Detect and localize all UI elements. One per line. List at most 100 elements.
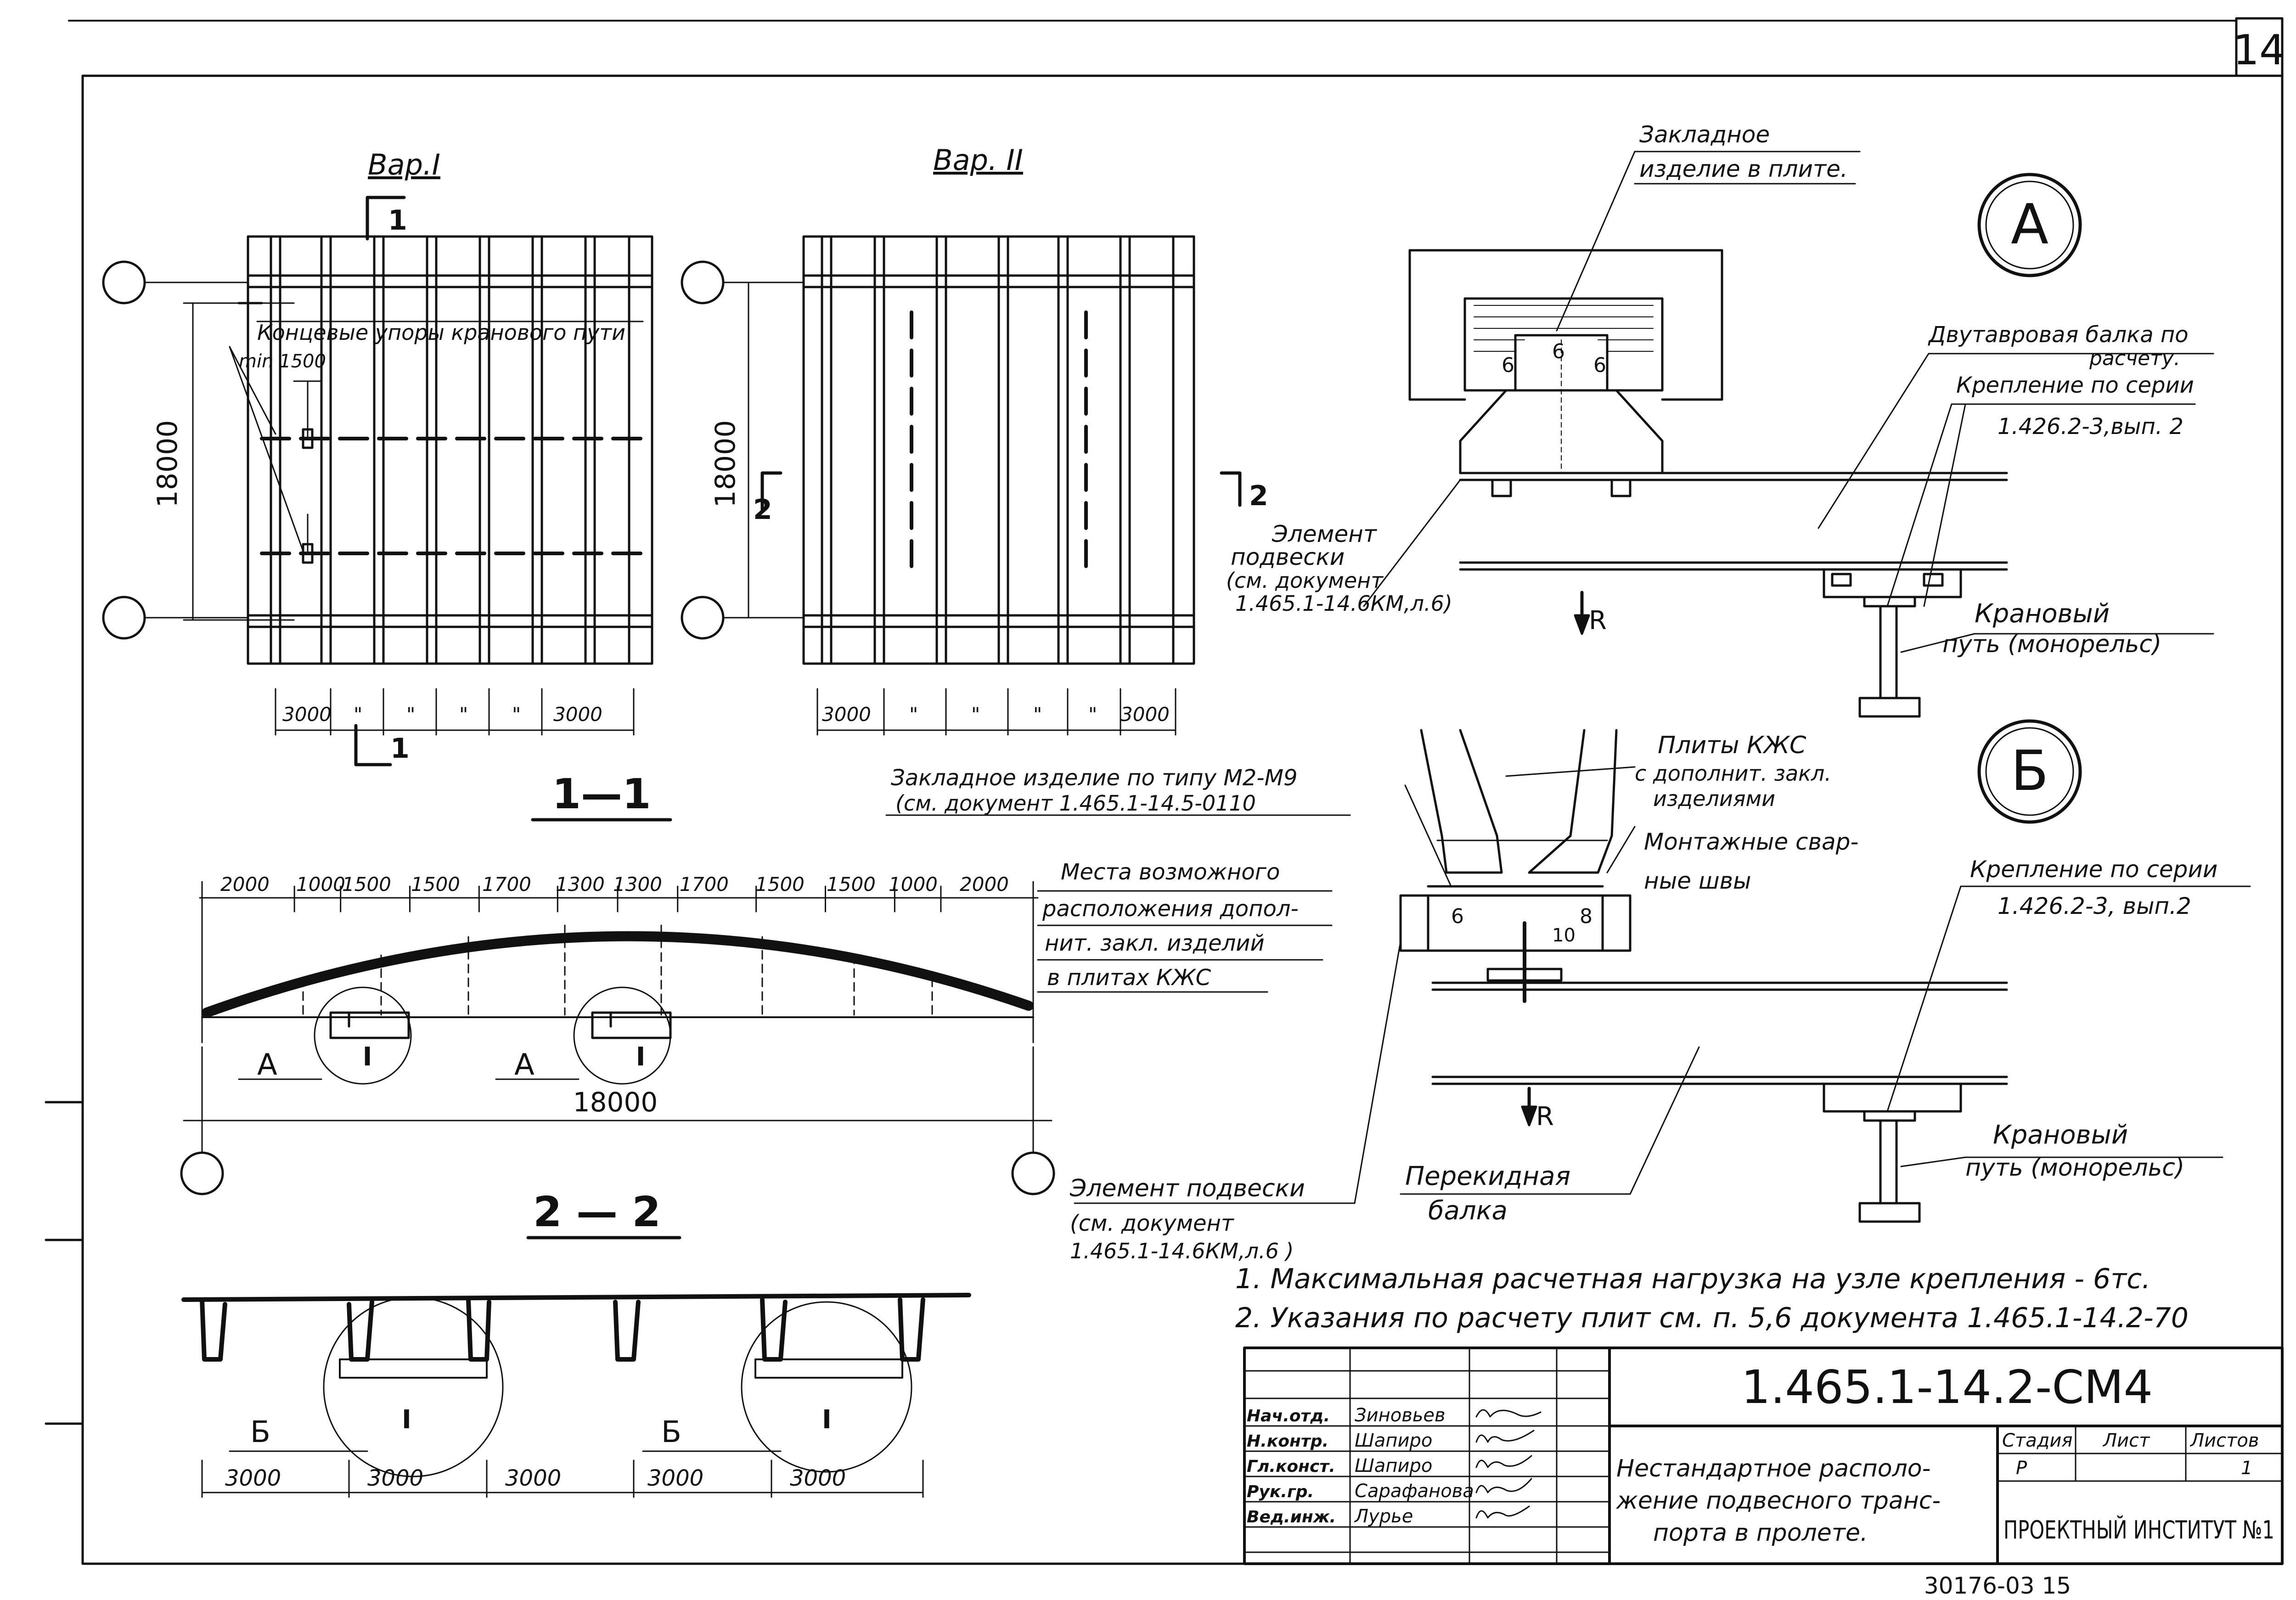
- dim-label: 1000: [296, 873, 345, 896]
- dim-label: 3000: [790, 1465, 846, 1491]
- node-B-suspension-line3: 1.465.1-14.6КМ,л.6 ): [1070, 1239, 1294, 1263]
- description-line: жение подвесного транс-: [1616, 1487, 1941, 1515]
- section-2-2-bottom-dims: 3000 3000 3000 3000 3000: [225, 1465, 846, 1491]
- node-A-suspension-line1: Элемент: [1272, 521, 1378, 547]
- node-label-B-2: Б: [661, 1415, 681, 1449]
- dim-label: 3000: [505, 1465, 561, 1491]
- node-A-suspension-line3: (см. документ: [1226, 568, 1384, 593]
- node-label-A-2: A: [514, 1048, 535, 1082]
- general-notes: 1. Максимальная расчетная нагрузка на уз…: [1235, 1263, 2189, 1334]
- node-A-fastening-line2: 1.426.2-3,вып. 2: [1998, 414, 2183, 439]
- dim-label: 1500: [827, 873, 876, 896]
- dim-label: ": [971, 703, 980, 726]
- sheet-header: Лист: [2102, 1430, 2150, 1451]
- span-18000: 18000: [573, 1087, 658, 1118]
- name-label: Зиновьев: [1355, 1405, 1446, 1426]
- dim-label: 1500: [755, 873, 805, 896]
- section-mark-1-top: 1: [388, 204, 407, 237]
- roman-I-2: I: [636, 1042, 646, 1072]
- node-A-load: R: [1589, 606, 1607, 636]
- dim-label: 1700: [680, 873, 729, 896]
- dim-label: 3000: [282, 703, 332, 726]
- dim-label: 3000: [225, 1465, 281, 1491]
- dim-label: 1700: [482, 873, 531, 896]
- dim-label: ": [406, 703, 415, 726]
- node-B-transfer-line2: балка: [1428, 1196, 1508, 1226]
- signature-roles: Нач.отд. Н.контр. Гл.конст. Рук.гр. Вед.…: [1247, 1407, 1336, 1527]
- node-B-suspension-line1: Элемент подвески: [1069, 1175, 1305, 1202]
- node-A-ibeam-line1: Двутавровая балка по: [1928, 322, 2189, 348]
- section-mark-2-left: 2: [753, 494, 772, 526]
- node-B-crane-line1: Крановый: [1993, 1120, 2128, 1150]
- note-line: расположения допол-: [1042, 896, 1299, 922]
- node-B-welds-line1: Монтажные свар-: [1644, 828, 1858, 855]
- dim-label: 3000: [1120, 703, 1170, 726]
- node-A-label: А: [2011, 193, 2048, 257]
- dim-label: 1500: [342, 873, 391, 896]
- node-A-fastening-line1: Крепление по серии: [1956, 372, 2194, 398]
- signature-names: Зиновьев Шапиро Шапиро Сарафанова Лурье: [1354, 1405, 1474, 1527]
- section-1-1-title: 1—1: [552, 770, 651, 818]
- node-A-embedded-line1: Закладное: [1639, 121, 1770, 148]
- node-A-suspension-line4: 1.465.1-14.6КМ,л.6): [1235, 591, 1452, 616]
- node-B-detail: Б Закладное изделие по типу М2-М9 (см. д…: [885, 719, 2251, 1263]
- dim-label: ": [354, 703, 362, 726]
- dim-label: ": [512, 703, 521, 726]
- plan-var2-bay-dims: 3000 " " " " 3000: [822, 703, 1170, 726]
- dim-label: 1300: [613, 873, 662, 896]
- node-A-suspension-line2: подвески: [1231, 544, 1345, 570]
- node-B-crane-line2: путь (монорельс): [1965, 1154, 2184, 1182]
- section-2-2-title: 2 — 2: [533, 1188, 661, 1236]
- roman-I-4: I: [822, 1405, 832, 1435]
- callout-min-spacing: min 1500: [239, 351, 326, 372]
- node-B-fastening-line1: Крепление по серии: [1970, 856, 2217, 883]
- title-block: 1.465.1-14.2-СМ4 Нач.отд. Н.контр. Гл.ко…: [1243, 1346, 2284, 1565]
- node-B-kzhs-line1: Плиты КЖС: [1658, 732, 1806, 759]
- dim-label: ": [1033, 703, 1042, 726]
- weld-size: 6: [1552, 340, 1565, 363]
- node-A-crane-line2: путь (монорельс): [1942, 631, 2161, 658]
- weld-size: 6: [1451, 905, 1464, 928]
- dim-label: 1500: [411, 873, 460, 896]
- section-1-1: 1—1 2000 1000 1500 1500 1700 1300 1300 1…: [180, 770, 1333, 1195]
- plan-var1-bay-dims: 3000 " " " " 3000: [282, 703, 602, 726]
- section-2-2: 2 — 2 Б Б I I 3000: [181, 1188, 971, 1498]
- bottom-stamp: 30176-03 15: [1924, 1572, 2071, 1599]
- section-mark-1-bottom: 1: [390, 732, 410, 765]
- dim-label: 3000: [822, 703, 871, 726]
- plan-var1-title: Вар.I: [368, 148, 440, 181]
- node-B-load: R: [1536, 1102, 1554, 1132]
- node-label-B-1: Б: [250, 1415, 270, 1449]
- name-label: Шапиро: [1355, 1455, 1432, 1476]
- dim-label: 2000: [220, 873, 270, 896]
- note-line: нит. закл. изделий: [1045, 930, 1265, 956]
- node-A-embedded-line2: изделие в плите.: [1639, 156, 1848, 182]
- note-line: Места возможного: [1061, 859, 1280, 885]
- node-A-detail: А Закладное изделие в плите. Двутавровая…: [1226, 121, 2214, 718]
- note-2: 2. Указания по расчету плит см. п. 5,6 д…: [1235, 1302, 2189, 1334]
- roman-I-1: I: [363, 1042, 372, 1072]
- dim-label: 1300: [556, 873, 605, 896]
- role-label: Вед.инж.: [1247, 1508, 1336, 1527]
- role-label: Рук.гр.: [1247, 1482, 1314, 1501]
- node-B-embedded-line2: (см. документ 1.465.1-14.5-0110: [895, 791, 1256, 816]
- weld-size: 10: [1552, 925, 1576, 946]
- node-B-label: Б: [2011, 739, 2048, 803]
- node-B-suspension-line2: (см. документ: [1070, 1211, 1235, 1236]
- stage-value: Р: [2016, 1458, 2027, 1479]
- sheets-header: Листов: [2189, 1430, 2259, 1451]
- name-label: Лурье: [1354, 1506, 1413, 1527]
- dim-label: ": [459, 703, 468, 726]
- node-A-crane-line1: Крановый: [1975, 599, 2110, 629]
- role-label: Нач.отд.: [1247, 1407, 1330, 1425]
- description-line: порта в пролете.: [1653, 1519, 1868, 1547]
- node-B-kzhs-line3: изделиями: [1653, 786, 1775, 811]
- weld-size: 6: [1502, 354, 1514, 377]
- section-1-1-dim-ticks: [201, 885, 1034, 913]
- node-B-transfer-line1: Перекидная: [1405, 1161, 1570, 1191]
- page-number: 14: [2233, 26, 2286, 74]
- sheet-frame: [45, 17, 2284, 1565]
- description-line: Нестандартное располо-: [1616, 1455, 1930, 1482]
- sheet-description: Нестандартное располо- жение подвесного …: [1616, 1455, 1941, 1547]
- role-label: Н.контр.: [1247, 1432, 1328, 1451]
